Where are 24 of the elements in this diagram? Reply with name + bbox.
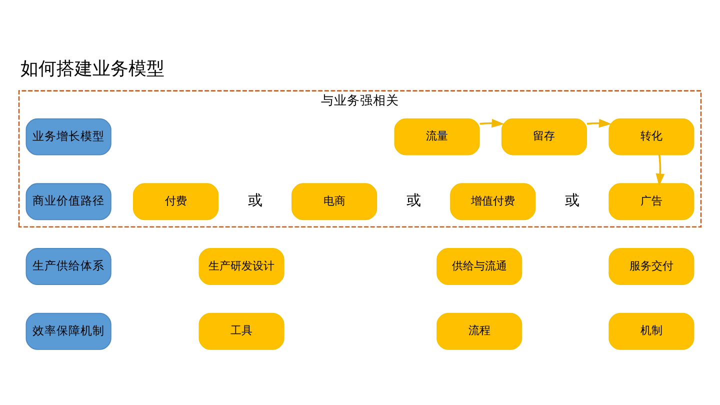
diagram-title: 如何搭建业务模型 <box>20 58 164 80</box>
node-box: 生产研发设计 <box>198 248 284 284</box>
node-box: 生产供给体系 <box>26 248 112 284</box>
node-box: 效率保障机制 <box>26 312 112 350</box>
node-box: 电商 <box>292 182 378 220</box>
node-box: 业务增长模型 <box>26 118 112 155</box>
node-box: 供给与流通 <box>436 248 522 284</box>
node-box: 流程 <box>436 312 522 350</box>
node-box: 机制 <box>608 312 694 350</box>
label: 或 <box>248 192 262 209</box>
label: 或 <box>406 192 421 209</box>
arrow <box>586 118 612 128</box>
node-box: 付费 <box>132 182 219 220</box>
node-box: 商业价值路径 <box>26 182 112 220</box>
node-box: 广告 <box>608 182 694 220</box>
label: 或 <box>565 192 580 209</box>
node-box: 增值付费 <box>450 182 536 220</box>
node-box: 留存 <box>501 118 588 155</box>
node-box: 流量 <box>394 118 480 155</box>
arrow <box>656 154 665 186</box>
node-box: 工具 <box>198 312 284 350</box>
node-box: 转化 <box>608 118 694 155</box>
node-box: 服务交付 <box>608 248 694 284</box>
arrow <box>480 118 504 128</box>
